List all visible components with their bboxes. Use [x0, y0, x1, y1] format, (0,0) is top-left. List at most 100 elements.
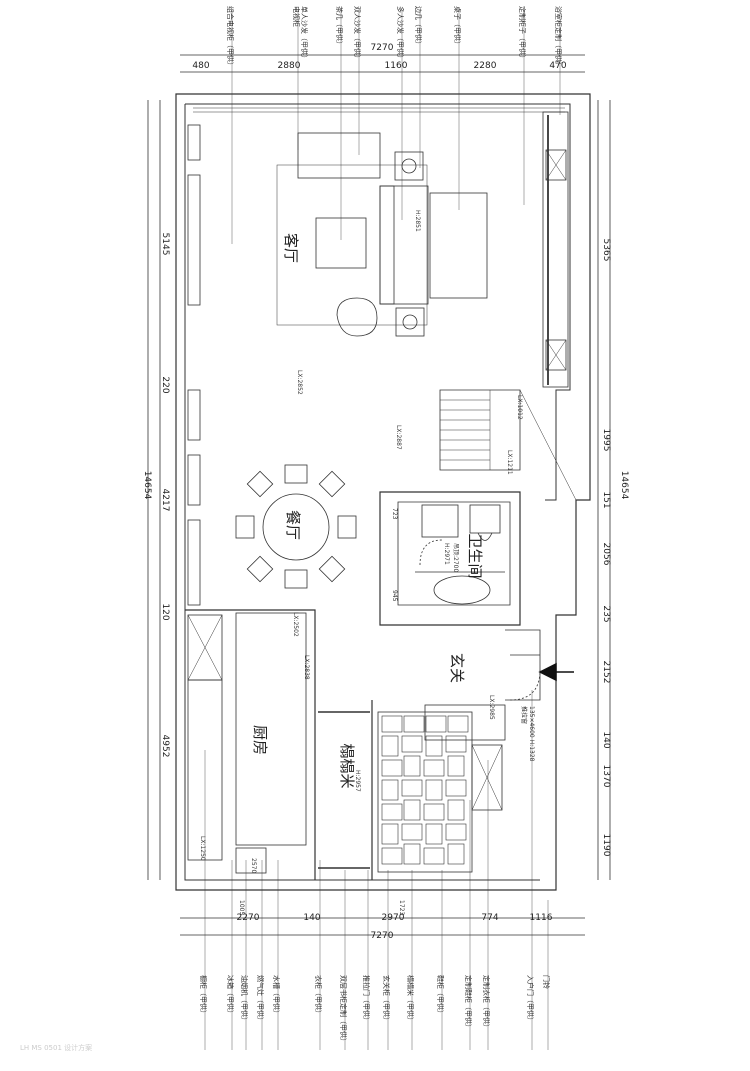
side-table [395, 307, 425, 337]
dimension-total-top: 7270 [371, 43, 394, 53]
custom-cabinet [542, 111, 569, 388]
dimension-right-segment: 2152 [601, 661, 611, 684]
dimension-bottom-segment: 2970 [382, 913, 405, 923]
tatami-platform [377, 711, 473, 873]
dimension-top-segment: 1160 [385, 61, 408, 71]
annotation: LX:2852 [296, 370, 303, 395]
multi-seat-sofa [379, 185, 429, 305]
bathroom-inner-wall [397, 501, 511, 606]
room-label-tatami: 榻榻米 [338, 743, 356, 788]
label-top: 双人沙发（甲供） [353, 6, 362, 62]
sofa-back [379, 185, 395, 305]
dimension-right-segment: 1995 [601, 429, 611, 452]
label-bottom: 推拉门（甲供） [362, 975, 371, 1024]
side-table-lamp [401, 158, 417, 174]
toilet [477, 532, 493, 541]
annotation: H:2971 [443, 543, 450, 565]
room-label-kitchen: 厨房 [251, 725, 269, 755]
dimension-left-total: 14654 [142, 471, 152, 500]
window [187, 519, 201, 606]
interior-wall [184, 104, 540, 881]
annotation: 推拉窗 [520, 706, 528, 724]
stair-treads [440, 389, 577, 501]
label-top: 多人沙发（甲供） [396, 6, 405, 62]
bathtub [433, 575, 491, 605]
window [187, 389, 201, 441]
label-bottom: 双层书柜定制（甲供） [339, 975, 348, 1045]
toilet-tank [469, 504, 501, 534]
entry-door-swing [509, 669, 541, 701]
label-top: 桌子（甲供） [453, 6, 462, 48]
side-table-lamp [402, 314, 418, 330]
label-bottom: 冰箱（甲供） [226, 975, 235, 1017]
tatami-pattern [381, 715, 469, 865]
label-bottom: 门铃 [542, 975, 551, 989]
annotation: LX:2887 [395, 425, 402, 450]
dimension-right-segment: 5365 [601, 239, 611, 262]
annotation: LX:1012 [516, 395, 523, 420]
room-label-bathroom: 卫生间 [466, 533, 484, 578]
dimension-top-segment: 2880 [278, 61, 301, 71]
single-sofa [297, 132, 381, 179]
label-bottom: 定制鞋柜（甲供） [464, 975, 473, 1031]
window [187, 174, 201, 306]
top-leader-lines [231, 10, 561, 244]
dimension-right-segment: 140 [601, 731, 611, 748]
entry-wall [505, 629, 541, 701]
dimension-left-segment: 4217 [160, 489, 170, 512]
bottom-leader-lines [204, 690, 549, 1050]
dimension-bottom-segment: 140 [303, 913, 320, 923]
label-bottom: 玄关柜（甲供） [382, 975, 391, 1024]
room-label-dining: 餐厅 [284, 510, 302, 540]
dimension-bottom-segment: 2270 [237, 913, 260, 923]
cabinet-door-cross [545, 149, 567, 181]
dimension-right-segment: 235 [601, 605, 611, 622]
room-label-entry: 玄关 [448, 653, 466, 683]
annotation: H:2851 [414, 210, 421, 232]
dining-chairs [235, 464, 357, 589]
desk [429, 192, 488, 299]
annotation: 2570 [250, 858, 257, 873]
annotation: LX:2838 [303, 655, 310, 680]
dimension-right-segment: 1370 [601, 765, 611, 788]
annotation: LX:2985 [488, 695, 495, 720]
label-top: 浴室柜定制（甲供） [554, 6, 563, 69]
counter-cross [187, 614, 223, 681]
label-bottom: 定制衣柜（甲供） [482, 975, 491, 1031]
label-bottom: 水槽（甲供） [272, 975, 281, 1017]
room-label-living: 客厅 [282, 233, 300, 263]
interior-wall [185, 103, 571, 501]
dimension-top-segment: 2280 [474, 61, 497, 71]
dimension-left-segment: 4952 [160, 735, 170, 758]
label-bottom: 鞋柜（甲供） [436, 975, 445, 1017]
side-table [394, 151, 424, 181]
label-bottom: 燃气灶（甲供） [256, 975, 265, 1024]
dimension-top-segment: 470 [549, 61, 566, 71]
rug [276, 164, 428, 326]
kitchen-island [235, 612, 307, 846]
dimension-right-segment: 1190 [601, 834, 611, 857]
dimension-bottom-segment: 1116 [530, 913, 553, 923]
staircase [439, 389, 521, 471]
entrance-arrow-icon [538, 662, 574, 682]
kitchen-wall [185, 609, 316, 880]
cabinet-door [545, 149, 567, 181]
watermark: LH MS 0501 设计方案 [20, 1043, 92, 1052]
dimension-left-segment: 220 [160, 376, 170, 393]
annotation: 723 [391, 508, 398, 520]
window [187, 124, 201, 161]
label-top: 单人沙发（甲供） [300, 6, 309, 62]
washbasin [421, 504, 459, 538]
annotation: LX:1250 [199, 836, 206, 861]
cabinet-cross [471, 744, 503, 811]
dimension-right-segment: 151 [601, 491, 611, 508]
exterior-wall [175, 93, 591, 891]
label-bottom: 油烟机（甲供） [240, 975, 249, 1024]
label-bottom: 衣柜（甲供） [314, 975, 323, 1017]
window [187, 454, 201, 506]
annotation: 135×4600 H:1328 [528, 706, 535, 762]
label-top: 组合电视柜（甲供） [226, 6, 235, 69]
annotation: LX:2502 [292, 612, 299, 637]
sink [235, 847, 267, 874]
bathroom-wall [379, 491, 521, 626]
